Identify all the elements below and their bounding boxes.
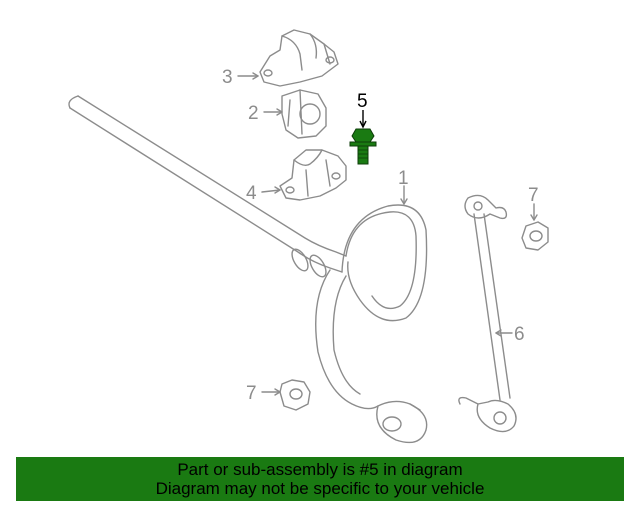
- callout-4: 4: [246, 183, 257, 204]
- callout-1: 1: [398, 168, 409, 189]
- callout-2: 2: [248, 103, 259, 124]
- bushing-bracket-upper: [259, 29, 339, 87]
- callout-3: 3: [222, 67, 233, 88]
- nut-upper-right: [521, 221, 549, 251]
- parts-diagram: 1 2 3 4 5 6 7 7: [68, 29, 549, 444]
- callout-leaders: [237, 72, 538, 396]
- banner-line-2: Diagram may not be specific to your vehi…: [155, 479, 485, 498]
- callout-6: 6: [514, 324, 525, 345]
- callout-5: 5: [357, 91, 368, 112]
- callout-7-lower: 7: [246, 383, 257, 404]
- info-banner: Part or sub-assembly is #5 in diagram Di…: [16, 457, 624, 501]
- bushing-bracket-lower: [279, 149, 347, 201]
- stabilizer-bar: [68, 95, 428, 444]
- stabilizer-link: [458, 194, 517, 433]
- stabilizer-bushing: [281, 89, 327, 139]
- highlighted-bolt: [349, 110, 377, 165]
- banner-line-1: Part or sub-assembly is #5 in diagram: [177, 460, 463, 479]
- nut-lower-left: [279, 379, 311, 411]
- callout-7-upper: 7: [528, 185, 539, 206]
